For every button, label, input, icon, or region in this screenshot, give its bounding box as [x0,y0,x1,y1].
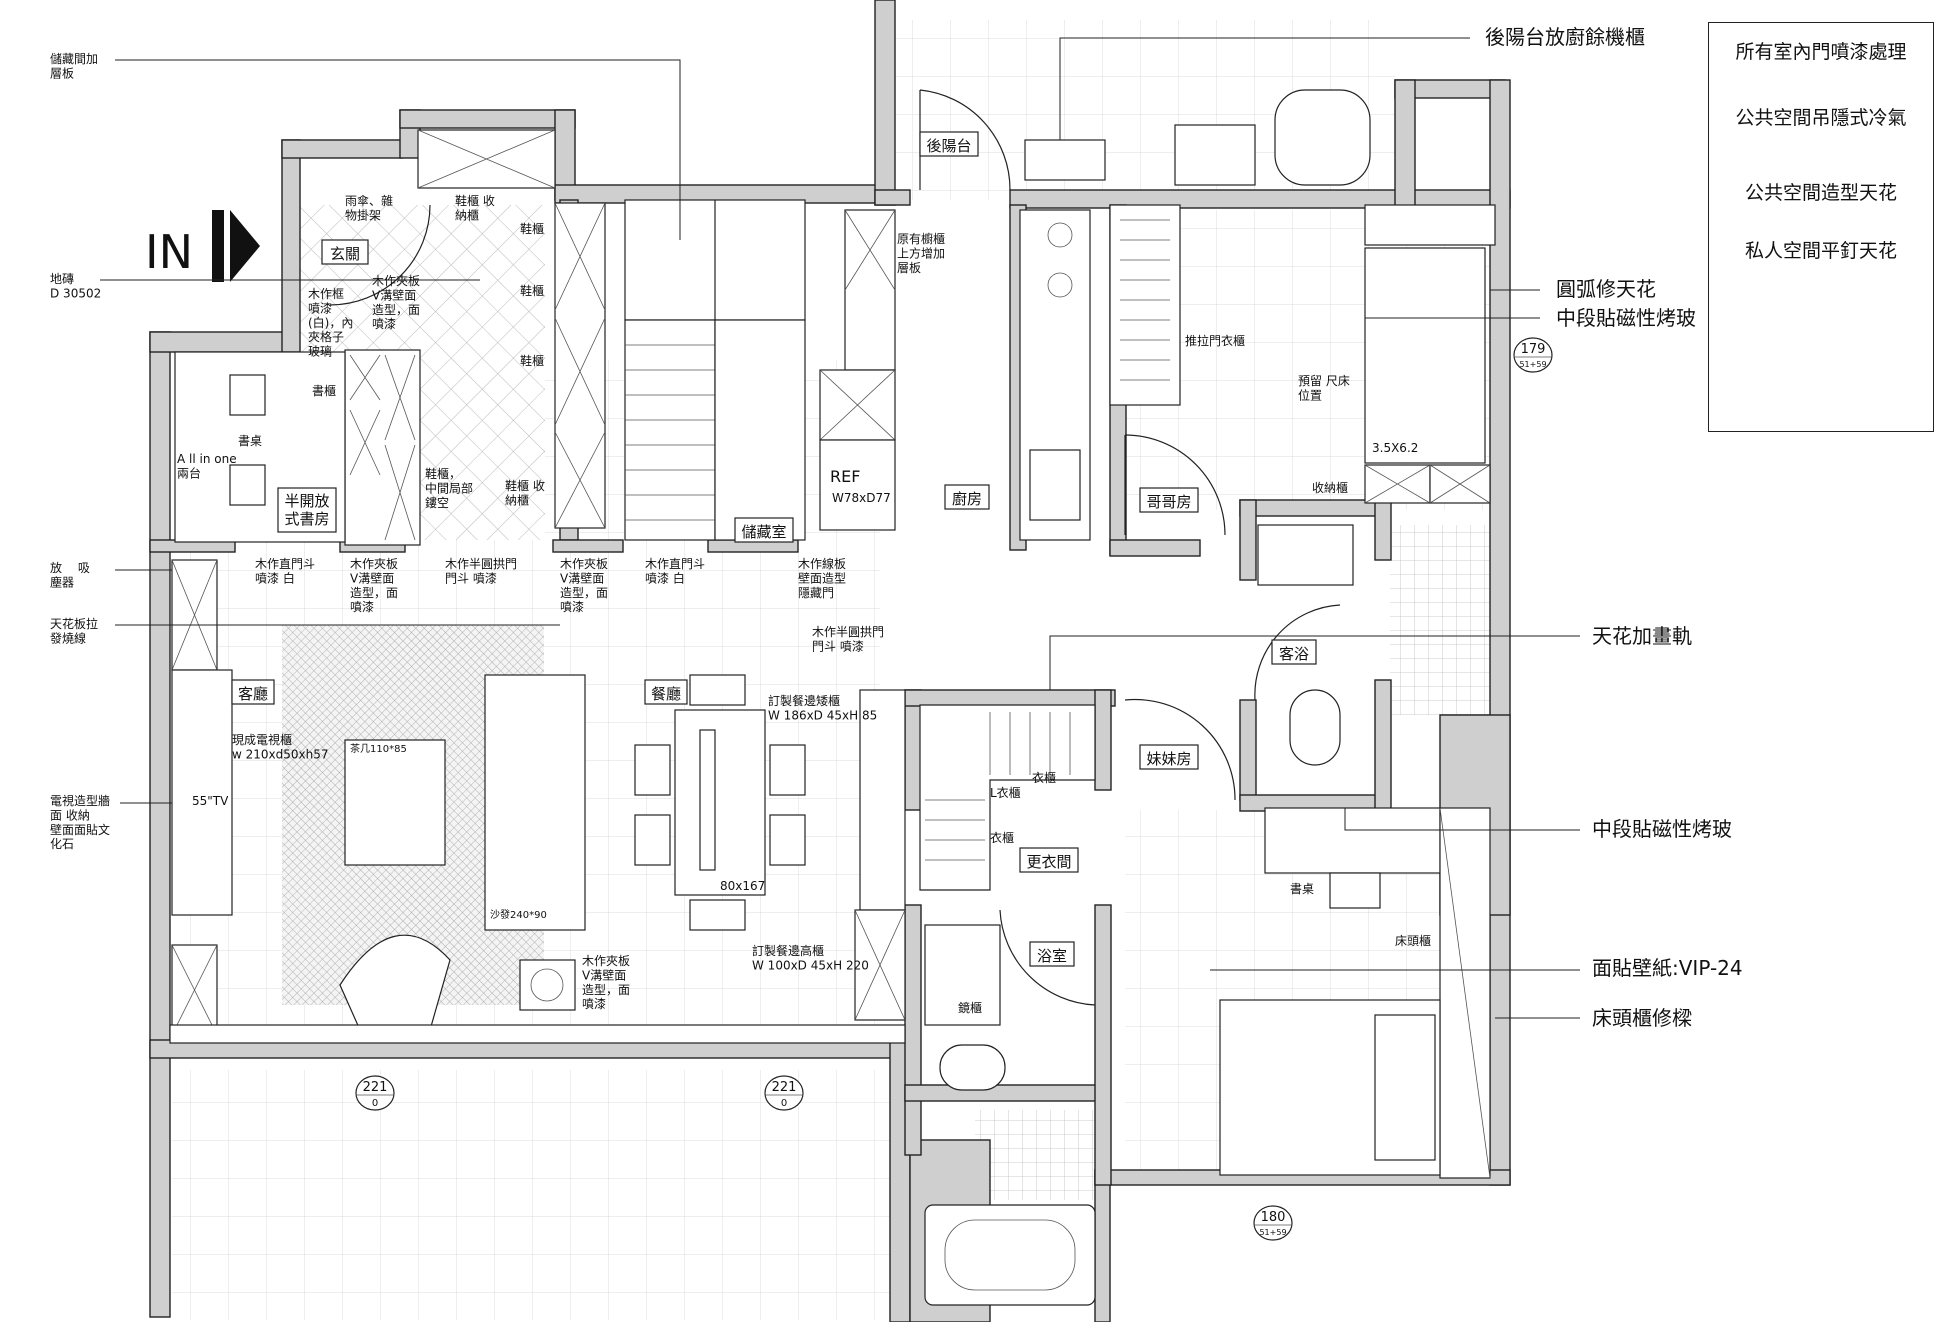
note-door-paint: 所有室內門噴漆處理 [1735,41,1907,63]
svg-text:221: 221 [363,1080,388,1095]
furniture [169,89,1496,1306]
label-existing-cabinet: 原有櫥櫃上方增加層板 [897,231,945,275]
room-guest-bath: 客浴 [1279,645,1309,663]
label-arch-door-2: 木作半圓拱門門斗 噴漆 [812,625,884,653]
callout-ceiling-wire: 天花板拉發燒線 [50,616,98,645]
callout-storage-shelf: 儲藏間加層板 [50,52,98,80]
room-dining: 餐廳 [651,685,681,703]
label-sofa-size: 沙發240*90 [490,908,547,921]
label-table-size: 80x167 [720,879,765,893]
label-shoe-1: 鞋櫃 [520,221,544,236]
room-rear-balcony: 後陽台 [926,137,971,155]
room-living: 客廳 [238,685,268,703]
callout-tv-wall: 電視造型牆面 收納壁面面貼文化石 [50,793,110,851]
label-arch-door: 木作半圓拱門門斗 噴漆 [445,557,517,585]
room-bathroom: 浴室 [1037,947,1067,965]
label-desk: 書桌 [238,434,262,448]
section-mark: 221 0 [355,1075,395,1111]
label-shoe-storage: 鞋櫃 收納櫃 [455,193,495,222]
label-desk-2: 書桌 [1290,882,1314,896]
note-public-ceiling: 公共空間造型天花 [1744,182,1897,204]
label-shoe-2: 鞋櫃 [520,283,544,298]
svg-text:0: 0 [781,1098,787,1109]
label-sliding-closet: 推拉門衣櫃 [1185,333,1245,348]
svg-text:51+59: 51+59 [1519,360,1546,369]
room-foyer: 玄關 [330,245,360,263]
label-shoe-3: 鞋櫃 [520,353,544,368]
svg-text:179: 179 [1521,342,1546,357]
room-walk-in-closet: 更衣間 [1026,853,1071,871]
room-sister: 妹妹房 [1146,750,1191,768]
label-closet-2: 衣櫃 [990,830,1014,845]
svg-text:221: 221 [772,1080,797,1095]
plan-annotations: 雨傘、雜物掛架 鞋櫃 收納櫃 鞋櫃 鞋櫃 鞋櫃 木作框噴漆(白)，內夾格子玻璃 … [177,193,1431,1015]
room-study: 半開放式書房 [284,492,329,528]
room-kitchen: 廚房 [952,490,982,508]
label-storage-cabinet: 收納櫃 [1312,481,1348,495]
label-reserve-bed: 預留 尺床位置 [1298,374,1350,402]
label-door-1: 木作直門斗噴漆 白 [255,557,315,585]
label-ref: REF [830,467,860,486]
label-shoe-storage-2: 鞋櫃 收納櫃 [505,478,545,507]
note-hidden-ac: 公共空間吊隱式冷氣 [1735,107,1907,129]
callout-headboard-beam: 床頭櫃修樑 [1592,1006,1692,1030]
general-notes-box: 所有室內門噴漆處理 公共空間吊隱式冷氣 公共空間造型天花 私人空間平釘天花 [1708,22,1934,432]
label-bed-size: 3.5X6.2 [1372,441,1418,455]
room-storage: 儲藏室 [741,523,786,541]
label-door-2: 木作直門斗噴漆 白 [645,557,705,585]
svg-text:0: 0 [372,1098,378,1109]
section-mark: 180 51+59 [1253,1205,1293,1241]
label-headboard: 床頭櫃 [1395,934,1431,948]
label-hidden-door: 木作線板壁面造型隱藏門 [798,556,846,600]
callout-picture-rail: 天花加畫軌 [1592,624,1692,648]
callout-wallpaper: 面貼壁紙:VIP-24 [1592,956,1743,980]
right-callouts: 後陽台放廚餘機櫃 圓弧修天花 中段貼磁性烤玻 天花加畫軌 中段貼磁性烤玻 面貼壁… [1049,25,1743,1030]
room-brother: 哥哥房 [1146,493,1191,511]
section-marks: 179 51+59 221 0 221 0 180 51+59 [355,337,1553,1241]
entry-arrow: IN [145,210,260,282]
label-l-closet: L衣櫃 [990,785,1021,800]
label-closet-1: 衣櫃 [1032,770,1056,785]
label-ref-size: W78xD77 [832,491,891,505]
svg-text:51+59: 51+59 [1259,1228,1286,1237]
section-mark: 179 51+59 [1513,337,1553,373]
label-umbrella: 雨傘、雜物掛架 [345,193,393,222]
section-mark: 221 0 [764,1075,804,1111]
label-wood-frame: 木作框噴漆(白)，內夾格子玻璃 [308,287,353,359]
note-private-ceiling: 私人空間平釘天花 [1744,240,1897,262]
room-labels: 玄關 半開放式書房 客廳 餐廳 廚房 儲藏室 後陽台 哥哥房 客浴 妹妹房 更衣… [231,131,1317,967]
callout-magnetic-glass-2: 中段貼磁性烤玻 [1592,817,1732,841]
svg-text:180: 180 [1261,1210,1286,1225]
entry-mark: IN [145,225,193,279]
label-tv-size: 55"TV [192,794,229,808]
callout-rear-cabinet: 後陽台放廚餘機櫃 [1485,25,1645,49]
label-coffee-table: 茶几110*85 [350,742,407,755]
label-shoe-mid: 鞋櫃，中間局部鏤空 [425,466,473,510]
label-bookshelf: 書櫃 [312,384,336,398]
callout-vacuum: 放 吸塵器 [50,560,90,589]
label-mirror-cabinet: 鏡櫃 [958,1000,982,1015]
callout-arc-ceiling: 圓弧修天花 [1556,277,1656,301]
callout-magnetic-glass-1: 中段貼磁性烤玻 [1556,306,1696,330]
